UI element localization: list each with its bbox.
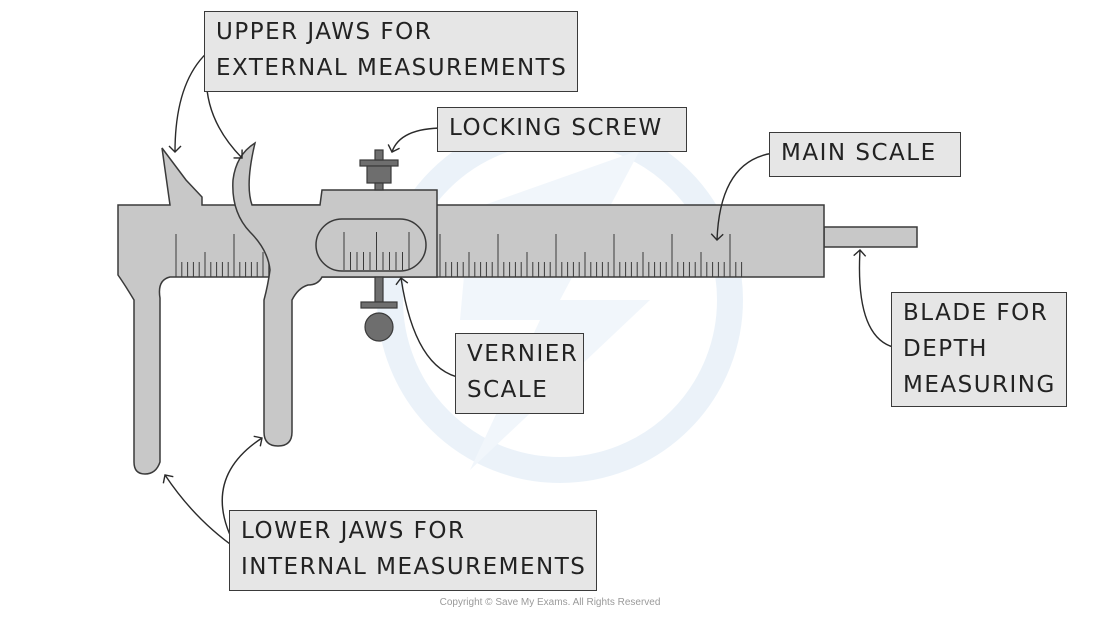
label-blade-line-3: MEASURING <box>903 372 1056 398</box>
lower-jaws-arrow-left <box>162 474 238 550</box>
locking-screw <box>359 149 399 191</box>
vernier-slider <box>232 141 438 447</box>
label-main-scale-line-1: MAIN SCALE <box>781 140 937 166</box>
upper-jaws-arrow-left <box>168 49 211 153</box>
copyright-notice: Copyright © Save My Exams. All Rights Re… <box>439 597 661 608</box>
label-lower-jaws: LOWER JAWS FOR INTERNAL MEASUREMENTS <box>229 510 597 591</box>
label-upper-jaws-line-1: UPPER JAWS FOR <box>216 19 433 45</box>
label-lower-jaws-line-2: INTERNAL MEASUREMENTS <box>241 554 587 580</box>
label-blade-line-1: BLADE FOR <box>903 300 1049 326</box>
label-vernier-line-2: SCALE <box>467 377 549 403</box>
label-locking-screw: LOCKING SCREW <box>437 107 687 152</box>
blade-arrow <box>853 249 898 349</box>
label-vernier-scale: VERNIER SCALE <box>455 333 584 414</box>
vernier-scale-ticks <box>343 232 410 270</box>
locking-screw-arrow <box>387 127 445 153</box>
vernier-scale-arrow <box>395 277 463 379</box>
label-blade-line-2: DEPTH <box>903 336 988 362</box>
label-main-scale: MAIN SCALE <box>769 132 961 177</box>
label-lower-jaws-line-1: LOWER JAWS FOR <box>241 518 466 544</box>
watermark-logo <box>377 117 743 483</box>
label-blade-depth: BLADE FOR DEPTH MEASURING <box>891 292 1067 407</box>
depth-blade <box>823 226 918 248</box>
main-scale-arrow <box>710 152 775 241</box>
label-upper-jaws: UPPER JAWS FOR EXTERNAL MEASUREMENTS <box>204 11 578 92</box>
main-scale-ticks <box>175 234 743 277</box>
label-vernier-line-1: VERNIER <box>467 341 579 367</box>
label-upper-jaws-line-2: EXTERNAL MEASUREMENTS <box>216 55 568 81</box>
label-locking-screw-line-1: LOCKING SCREW <box>449 115 663 141</box>
thumb-screw <box>360 276 398 342</box>
